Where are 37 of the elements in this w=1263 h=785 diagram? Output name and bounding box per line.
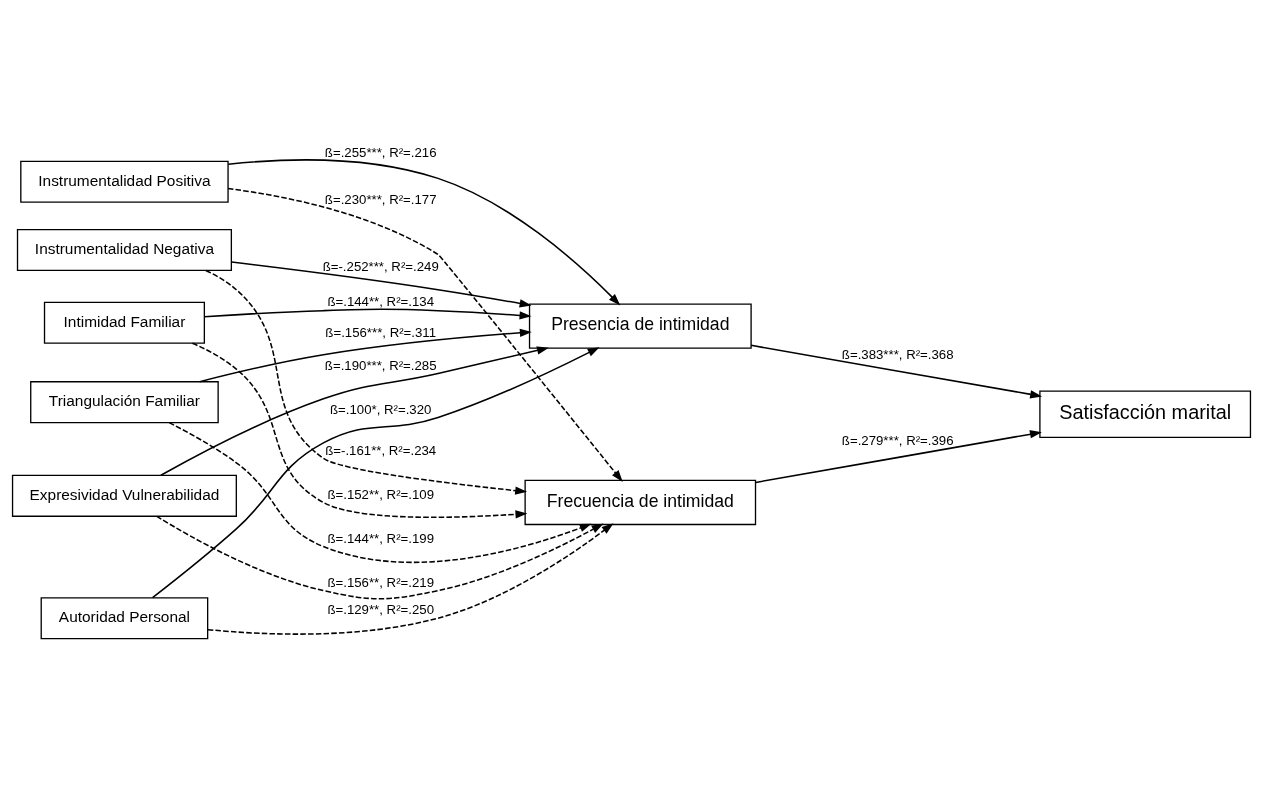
edge-label: ß=.190***, R²=.285 [324, 357, 437, 373]
edge-label: ß=-.252***, R²=.249 [322, 258, 439, 274]
arrow [160, 346, 549, 477]
edge-label: ß=.152**, R²=.109 [327, 486, 435, 502]
node-box: Triangulación Familiar [30, 381, 219, 424]
arrow [156, 515, 604, 600]
edge-label: ß=.383***, R²=.368 [841, 346, 954, 362]
edge-label: ß=.156**, R²=.219 [327, 574, 435, 590]
edge-label: ß=.230***, R²=.177 [324, 192, 437, 208]
node-box: Expresividad Vulnerabilidad [11, 474, 237, 517]
node-box: Instrumentalidad Negativa [16, 228, 232, 272]
edge-label: ß=.156***, R²=.311 [325, 324, 437, 340]
node-box: Instrumentalidad Positiva [20, 160, 229, 203]
node-box: Intimidad Familiar [43, 301, 205, 344]
arrow [205, 269, 528, 495]
edge-label: ß=.279***, R²=.396 [841, 432, 954, 448]
arrow [151, 347, 600, 599]
arrow [168, 421, 592, 564]
edge-label: ß=.144**, R²=.134 [327, 293, 435, 309]
node-box: Frecuencia de intimidad [524, 479, 757, 526]
arrow [198, 328, 532, 383]
arrow [203, 308, 532, 320]
node-box: Autoridad Personal [40, 597, 209, 640]
edge-label: ß=.255***, R²=.216 [324, 144, 437, 160]
arrow [207, 523, 614, 635]
node-box: Presencia de intimidad [528, 303, 752, 349]
arrow [230, 261, 532, 308]
arrow [227, 187, 623, 483]
arrow [227, 159, 621, 306]
edge-label: ß=.144**, R²=.199 [327, 530, 435, 546]
arrow [750, 344, 1043, 399]
edge-label: ß=-.161**, R²=.234 [325, 442, 437, 458]
edge-label: ß=.100*, R²=.320 [330, 401, 432, 417]
arrow [755, 430, 1042, 484]
node-box: Satisfacción marital [1039, 390, 1252, 439]
edge-label: ß=.129**, R²=.250 [327, 602, 435, 618]
arrow [191, 342, 528, 519]
